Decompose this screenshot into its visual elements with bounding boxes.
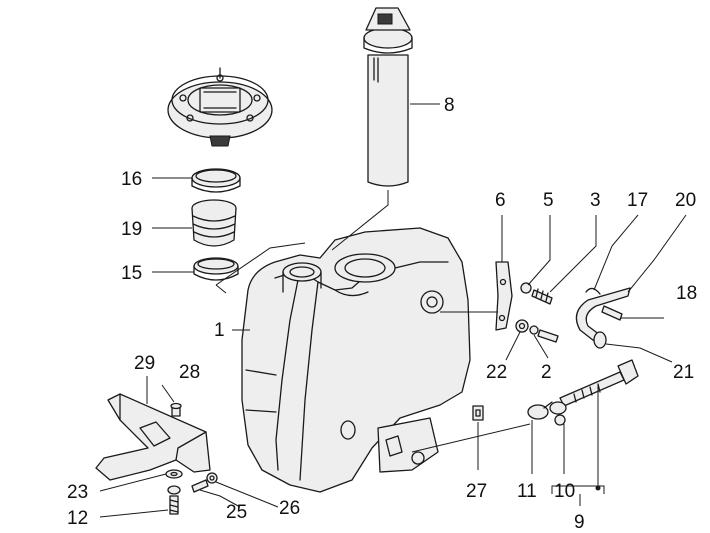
heat-shield [95,393,211,481]
drain-bolt [549,359,639,415]
callout-29: 29 [134,353,155,374]
filler-hose [191,199,237,247]
callout-21: 21 [673,362,694,383]
callout-6: 6 [495,190,506,211]
drain-washer [554,414,566,426]
hose-clamp-upper [191,168,241,193]
callout-10: 10 [554,481,575,502]
filler-flange [167,67,273,147]
tank-bracket [495,261,513,331]
callout-labels: 1 2 3 5 6 8 9 10 11 12 15 16 17 18 19 20… [67,95,697,533]
callout-20: 20 [675,190,696,211]
washer-23 [165,469,183,479]
hose-clamp-11 [527,401,553,420]
callout-8: 8 [444,95,455,116]
callout-18: 18 [676,283,697,304]
washer-26 [206,472,218,484]
callout-22: 22 [486,362,507,383]
callout-5: 5 [543,190,554,211]
callout-16: 16 [121,169,142,190]
callout-3: 3 [590,190,601,211]
hose-clamp-lower [193,257,239,281]
hose-clip [601,305,623,321]
bolt-12 [169,495,179,515]
breather-hose [575,287,631,345]
callout-11: 11 [517,481,537,502]
leader-lines [99,103,687,518]
clip-nut [472,405,484,421]
washer-24 [167,485,181,495]
callout-28: 28 [179,362,200,383]
bolt-washer-upper [520,282,553,305]
callout-25: 25 [226,502,247,523]
callout-12: 12 [67,508,88,529]
callout-27: 27 [466,481,487,502]
bolt-washer-lower [515,319,559,343]
hose-clamp-small [593,331,607,349]
screw-28 [170,402,182,417]
callout-17: 17 [627,190,648,211]
callout-9: 9 [574,512,585,533]
callout-19: 19 [121,219,142,240]
callout-2: 2 [541,362,552,383]
fuel-tank [241,227,471,493]
fuel-level-sender [363,7,413,187]
callout-26: 26 [279,498,300,519]
callout-23: 23 [67,482,88,503]
callout-1: 1 [214,320,225,341]
bolt-25 [191,479,209,493]
callout-15: 15 [121,263,142,284]
